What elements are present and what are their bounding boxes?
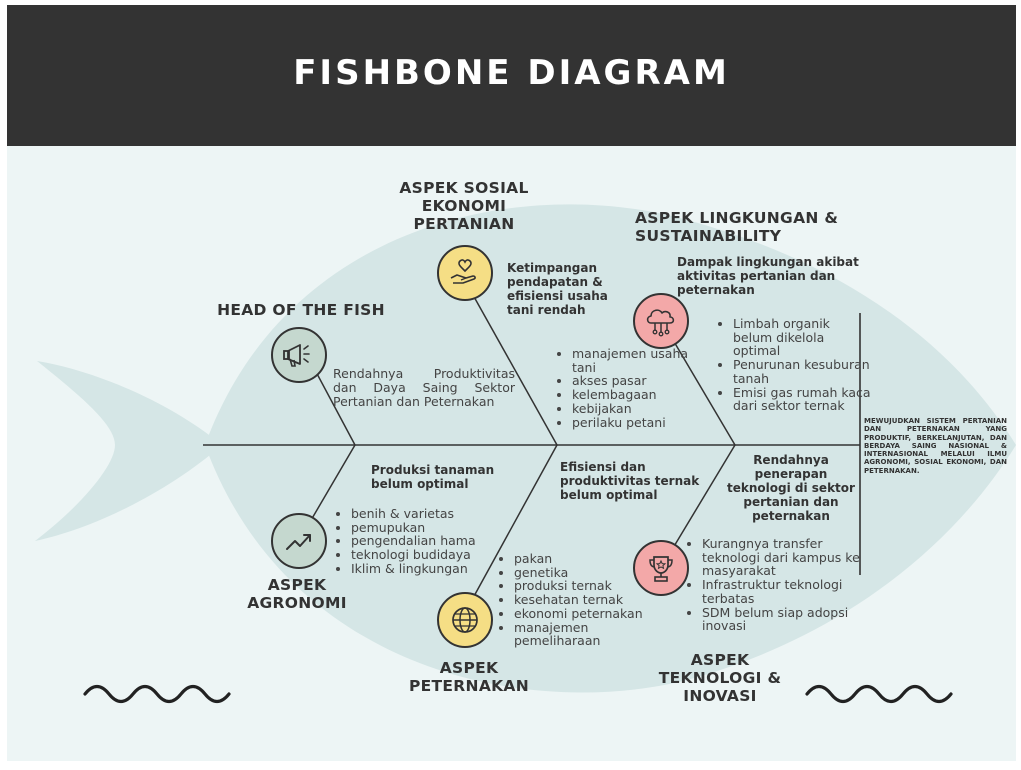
list-item: Penurunan kesuburan tanah bbox=[733, 358, 873, 386]
lingkungan-subtitle: Dampak lingkungan akibat aktivitas perta… bbox=[677, 255, 859, 297]
trend-up-icon bbox=[271, 513, 327, 569]
agronomi-subtitle: Produksi tanaman belum optimal bbox=[371, 463, 495, 491]
teknologi-causes: Kurangnya transfer teknologi dari kampus… bbox=[688, 537, 874, 633]
head-label: HEAD OF THE FISH bbox=[217, 301, 385, 319]
bone-teknologi bbox=[672, 444, 736, 549]
agronomi-title: ASPEK AGRONOMI bbox=[247, 576, 347, 612]
sosial-causes: manajemen usaha tani akses pasar kelemba… bbox=[558, 347, 696, 429]
lingkungan-title: ASPEK LINGKUNGAN & SUSTAINABILITY bbox=[635, 209, 839, 245]
bone-sosial bbox=[472, 294, 558, 446]
list-item: ekonomi peternakan bbox=[514, 607, 670, 621]
list-item: Emisi gas rumah kaca dari sektor ternak bbox=[733, 385, 873, 413]
list-item: kebijakan bbox=[572, 402, 696, 416]
sosial-title: ASPEK SOSIAL EKONOMI PERTANIAN bbox=[399, 179, 529, 233]
hand-heart-icon bbox=[437, 245, 493, 301]
cloud-network-icon bbox=[633, 293, 689, 349]
peternakan-title: ASPEK PETERNAKAN bbox=[409, 659, 529, 695]
lingkungan-causes: Limbah organik belum dikelola optimal Pe… bbox=[719, 317, 873, 413]
diagram-frame: FISHBONE DIAGRAM bbox=[7, 5, 1016, 761]
list-item: genetika bbox=[514, 565, 670, 580]
list-item: Iklim & lingkungan bbox=[351, 562, 507, 576]
list-item: manajemen usaha tani bbox=[572, 347, 696, 375]
list-item: manajemen pemeliharaan bbox=[514, 620, 670, 648]
list-item: teknologi budidaya bbox=[351, 548, 507, 562]
trophy-icon bbox=[633, 540, 689, 596]
head-problem: Rendahnya Produktivitas dan Daya Saing S… bbox=[333, 366, 515, 409]
wave-left bbox=[83, 684, 231, 704]
goal-statement: MEWUJUDKAN SISTEM PERTANIAN DAN PETERNAK… bbox=[864, 417, 1007, 475]
list-item: Infrastruktur teknologi terbatas bbox=[702, 578, 874, 606]
list-item: pemupukan bbox=[351, 520, 507, 535]
list-item: Kurangnya transfer teknologi dari kampus… bbox=[702, 537, 874, 578]
bone-lingkungan bbox=[672, 339, 736, 446]
teknologi-title: ASPEK TEKNOLOGI & INOVASI bbox=[658, 651, 782, 705]
header-bar: FISHBONE DIAGRAM bbox=[7, 5, 1016, 146]
fish-tail bbox=[35, 361, 222, 541]
teknologi-subtitle: Rendahnya penerapan teknologi di sektor … bbox=[727, 453, 855, 523]
list-item: Limbah organik belum dikelola optimal bbox=[733, 317, 873, 358]
fish-illustration bbox=[35, 204, 1016, 704]
fish-body bbox=[205, 204, 1016, 693]
list-item: kelembagaan bbox=[572, 388, 696, 402]
bone-peternakan bbox=[472, 444, 558, 599]
list-item: SDM belum siap adopsi inovasi bbox=[702, 605, 874, 633]
page-title: FISHBONE DIAGRAM bbox=[293, 53, 730, 93]
peternakan-subtitle: Efisiensi dan produktivitas ternak belum… bbox=[560, 460, 700, 502]
list-item: benih & varietas bbox=[351, 507, 507, 521]
sosial-subtitle: Ketimpangan pendapatan & efisiensi usaha… bbox=[507, 261, 608, 317]
list-item: kesehatan ternak bbox=[514, 593, 670, 607]
list-item: pakan bbox=[514, 552, 670, 566]
agronomi-causes: benih & varietas pemupukan pengendalian … bbox=[337, 507, 507, 576]
bone-agronomi bbox=[306, 444, 356, 528]
list-item: produksi ternak bbox=[514, 579, 670, 593]
list-item: pengendalian hama bbox=[351, 534, 507, 548]
megaphone-icon bbox=[271, 327, 327, 383]
list-item: perilaku petani bbox=[572, 415, 696, 430]
globe-icon bbox=[437, 592, 493, 648]
list-item: akses pasar bbox=[572, 374, 696, 388]
peternakan-causes: pakan genetika produksi ternak kesehatan… bbox=[500, 552, 670, 648]
wave-right bbox=[805, 684, 953, 704]
